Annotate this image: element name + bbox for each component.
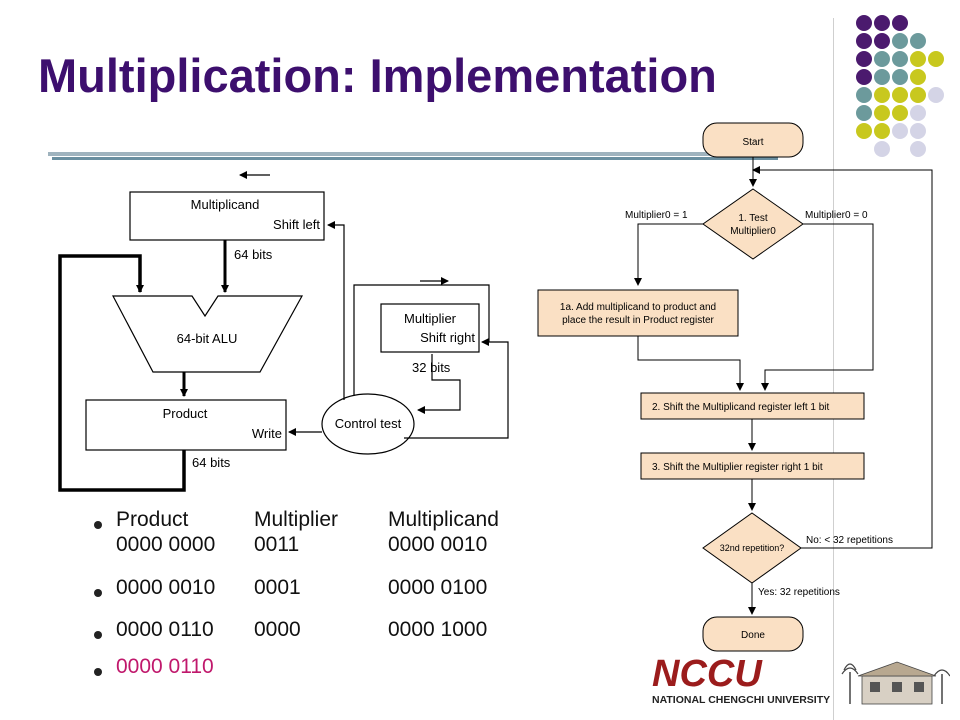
dot xyxy=(874,33,890,49)
dot xyxy=(874,69,890,85)
multiplicand-label: Multiplicand xyxy=(191,197,260,212)
bullet-icon xyxy=(94,589,102,597)
step-1a-line-1: 1a. Add multiplicand to product and xyxy=(560,302,716,313)
flow-arrow-left xyxy=(634,223,703,286)
header-multiplicand: Multiplicand xyxy=(388,508,499,531)
no-label: No: < 32 repetitions xyxy=(806,535,893,546)
logo-mark: NCCU xyxy=(652,653,763,695)
control-path xyxy=(353,284,490,396)
dot xyxy=(892,87,908,103)
step-1a-line-2: place the result in Product register xyxy=(562,315,714,326)
start-label: Start xyxy=(742,137,763,148)
bits-64-label-b: 64 bits xyxy=(192,455,231,470)
bullet-icon xyxy=(94,631,102,639)
control-to-multiplier xyxy=(404,338,509,439)
multiplier0-equals-0-label: Multiplier0 = 0 xyxy=(805,210,868,221)
product-register xyxy=(85,399,287,451)
final-product-value: 0000 0110 xyxy=(116,655,214,678)
done-label: Done xyxy=(741,630,765,641)
loop-back-arrow xyxy=(752,166,933,549)
multiplier0-equals-1-label: Multiplier0 = 1 xyxy=(625,210,688,221)
dot xyxy=(892,69,908,85)
multiplier-register xyxy=(380,303,480,353)
product-feedback-bus xyxy=(58,254,186,492)
dot xyxy=(928,87,944,103)
title-underline xyxy=(48,152,778,156)
dot xyxy=(856,33,872,49)
test-line-1: 1. Test xyxy=(738,213,767,224)
dot xyxy=(856,15,872,31)
dot xyxy=(910,51,926,67)
page-title: Multiplication: Implementation xyxy=(38,49,717,102)
write-label: Write xyxy=(252,426,282,441)
test-multiplier-diamond xyxy=(702,188,804,260)
cell-multiplicand: 0000 1000 xyxy=(388,618,488,641)
dot xyxy=(910,123,926,139)
bits-64-label-a: 64 bits xyxy=(234,247,273,262)
dot xyxy=(910,105,926,121)
cell-multiplicand: 0000 0010 xyxy=(388,533,488,556)
dot xyxy=(928,51,944,67)
dot xyxy=(910,69,926,85)
product-label: Product xyxy=(163,406,208,421)
dot xyxy=(874,87,890,103)
multiplier-label: Multiplier xyxy=(404,311,457,326)
alu-shape xyxy=(112,295,304,373)
header-multiplier: Multiplier xyxy=(254,508,339,531)
cell-multiplier: 0000 xyxy=(254,618,301,641)
dot xyxy=(874,15,890,31)
dot xyxy=(856,51,872,67)
dot xyxy=(892,33,908,49)
multiplier-to-control xyxy=(417,354,461,414)
dot xyxy=(892,105,908,121)
step-2-label: 2. Shift the Multiplicand register left … xyxy=(652,402,830,413)
shift-left-label: Shift left xyxy=(273,217,320,232)
multiplicand-register xyxy=(129,191,325,241)
shift-multiplier-step xyxy=(640,452,865,480)
flow-arrow xyxy=(637,336,744,391)
dot xyxy=(874,105,890,121)
control-to-multiplicand xyxy=(327,221,345,400)
decorative-divider xyxy=(833,18,834,720)
dot xyxy=(874,51,890,67)
nccu-logo: NCCU NATIONAL CHENGCHI UNIVERSITY xyxy=(652,653,950,706)
dot xyxy=(910,33,926,49)
dot xyxy=(892,15,908,31)
add-multiplicand-step xyxy=(537,289,739,337)
cell-product: 0000 0010 xyxy=(116,576,216,599)
cell-multiplier: 0011 xyxy=(254,533,300,556)
done-terminal xyxy=(702,616,804,652)
yes-label: Yes: 32 repetitions xyxy=(758,587,840,598)
dot xyxy=(910,87,926,103)
step-3-label: 3. Shift the Multiplier register right 1… xyxy=(652,462,823,473)
dot xyxy=(856,105,872,121)
cell-multiplier: 0001 xyxy=(254,576,301,599)
dot xyxy=(856,123,872,139)
control-test-label: Control test xyxy=(335,416,402,431)
cell-product: 0000 0000 xyxy=(116,533,216,556)
dot xyxy=(874,123,890,139)
logo-subtitle: NATIONAL CHENGCHI UNIVERSITY xyxy=(652,694,830,706)
dot xyxy=(892,51,908,67)
cell-product: 0000 0110 xyxy=(116,618,214,641)
dot xyxy=(856,69,872,85)
title-underline-shadow xyxy=(52,157,778,160)
header-product: Product xyxy=(116,508,189,531)
building-icon xyxy=(841,661,950,705)
cell-multiplicand: 0000 0100 xyxy=(388,576,488,599)
dot xyxy=(874,141,890,157)
repetition-question: 32nd repetition? xyxy=(720,543,785,553)
bullet-icon xyxy=(94,668,102,676)
dot xyxy=(856,87,872,103)
dot xyxy=(910,141,926,157)
alu-label: 64-bit ALU xyxy=(177,331,238,346)
dot xyxy=(892,123,908,139)
test-line-2: Multiplier0 xyxy=(730,226,776,237)
control-test-ellipse xyxy=(321,393,415,455)
shift-right-label: Shift right xyxy=(420,330,475,345)
flow-arrow-right xyxy=(761,223,874,391)
bullet-icon xyxy=(94,521,102,529)
